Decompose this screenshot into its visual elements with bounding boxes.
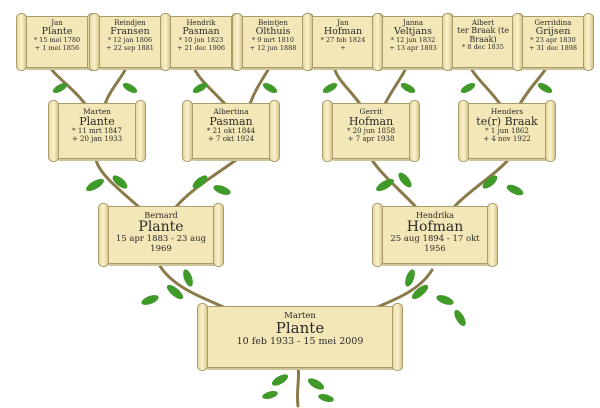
ancestor-card-beintjen-olthuis: Beintjen Olthuis * 9 mrt 1810 + 12 jun 1…: [232, 13, 314, 71]
given-name: Hendrika: [416, 211, 454, 220]
family-name: Pasman: [209, 114, 253, 128]
root-card-marten-plante: Marten Plante 10 feb 1933 - 15 mei 2009: [197, 303, 403, 371]
death-date: + 7 apr 1938: [347, 135, 395, 144]
given-name: Janna: [402, 19, 424, 27]
birth-date: * 1 jun 1862: [485, 127, 529, 136]
birth-date: * 9 mrt 1810: [251, 36, 294, 45]
given-name: Hendrik: [186, 19, 216, 27]
death-date: + 13 apr 1893: [389, 43, 437, 52]
ancestor-card-janna-veltjans: Janna Veltjans * 12 jun 1832 + 13 apr 18…: [372, 13, 454, 71]
parent-card-hendrika-hofman: Hendrika Hofman 25 aug 1894 - 17 okt 195…: [372, 203, 498, 267]
family-name: Plante: [41, 26, 73, 38]
family-name: Grijsen: [535, 26, 571, 38]
given-name: Marten: [82, 107, 112, 116]
ancestor-card-reindjen-fransen: Reindjen Fransen * 12 jan 1806 + 22 sep …: [89, 13, 171, 71]
given-name: Jan: [51, 19, 63, 27]
grandparent-card-henders-ter-braak: Henders te(r) Braak * 1 jun 1862 + 4 nov…: [458, 100, 556, 162]
family-name: Olthuis: [255, 26, 291, 38]
family-name: Fransen: [110, 26, 150, 38]
given-name: Albertina: [213, 107, 249, 116]
grandparent-card-gerrit-hofman: Gerrit Hofman * 20 jun 1858 + 7 apr 1938: [322, 100, 420, 162]
ancestor-card-gerritdina-grijsen: Gerritdina Grijsen * 23 apr 1830 + 31 de…: [512, 13, 594, 71]
death-date: +: [340, 43, 346, 52]
death-date: + 21 dec 1906: [176, 43, 226, 52]
given-name: Albert: [471, 19, 495, 27]
family-name: Hofman: [406, 219, 464, 236]
birth-date: * 23 apr 1830: [530, 36, 576, 45]
birth-date: * 21 okt 1844: [206, 127, 256, 136]
family-name: te(r) Braak: [476, 114, 538, 128]
family-name: Plante: [79, 114, 115, 128]
family-name: Plante: [138, 219, 184, 236]
family-name: Plante: [275, 318, 325, 337]
death-date: + 1 mei 1856: [34, 43, 80, 52]
family-name: Pasman: [182, 26, 220, 38]
family-name: Hofman: [323, 26, 363, 38]
ancestor-card-albert-ter-braak: Albert ter Braak (te Braak) * 8 dec 1835: [442, 13, 524, 71]
birth-date: * 27 feb 1824: [320, 36, 366, 45]
family-name: ter Braak (te Braak): [456, 26, 510, 44]
given-name: Beintjen: [258, 19, 288, 27]
ancestor-card-jan-hofman: Jan Hofman * 27 feb 1824 +: [302, 13, 384, 71]
ancestor-card-jan-plante: Jan Plante * 15 mei 1780 + 1 mei 1856: [16, 13, 98, 71]
birth-date: * 10 jun 1823: [178, 36, 224, 45]
ancestor-card-hendrik-pasman: Hendrik Pasman * 10 jun 1823 + 21 dec 19…: [160, 13, 242, 71]
birth-date: * 12 jan 1806: [107, 36, 153, 45]
death-date: + 20 jan 1933: [71, 135, 123, 144]
given-name: Bernard: [144, 211, 178, 220]
family-name: Veltjans: [393, 26, 433, 38]
birth-date: * 15 mei 1780: [33, 36, 81, 45]
death-date: + 7 okt 1924: [207, 135, 255, 144]
grandparent-card-marten-plante: Marten Plante * 11 mrt 1847 + 20 jan 193…: [48, 100, 146, 162]
death-date: + 22 sep 1881: [106, 43, 154, 52]
death-date: + 31 dec 1898: [528, 43, 578, 52]
death-date: + 12 jun 1888: [249, 43, 297, 52]
given-name: Jan: [337, 19, 349, 27]
given-name: Henders: [490, 107, 524, 116]
birth-date: * 11 mrt 1847: [72, 127, 122, 136]
family-name: Hofman: [348, 114, 394, 128]
birth-date: * 8 dec 1835: [462, 43, 504, 52]
lifespan: 10 feb 1933 - 15 mei 2009: [236, 335, 364, 347]
given-name: Marten: [284, 311, 316, 321]
lifespan: 15 apr 1883 - 23 aug 1969: [115, 234, 207, 254]
given-name: Gerrit: [359, 107, 383, 116]
birth-date: * 12 jun 1832: [390, 36, 436, 45]
birth-date: * 20 jun 1858: [346, 127, 396, 136]
given-name: Gerritdina: [534, 19, 572, 27]
parent-card-bernard-plante: Bernard Plante 15 apr 1883 - 23 aug 1969: [98, 203, 224, 267]
lifespan: 25 aug 1894 - 17 okt 1956: [390, 234, 480, 254]
death-date: + 4 nov 1922: [483, 135, 531, 144]
grandparent-card-albertina-pasman: Albertina Pasman * 21 okt 1844 + 7 okt 1…: [182, 100, 280, 162]
given-name: Reindjen: [114, 19, 146, 27]
